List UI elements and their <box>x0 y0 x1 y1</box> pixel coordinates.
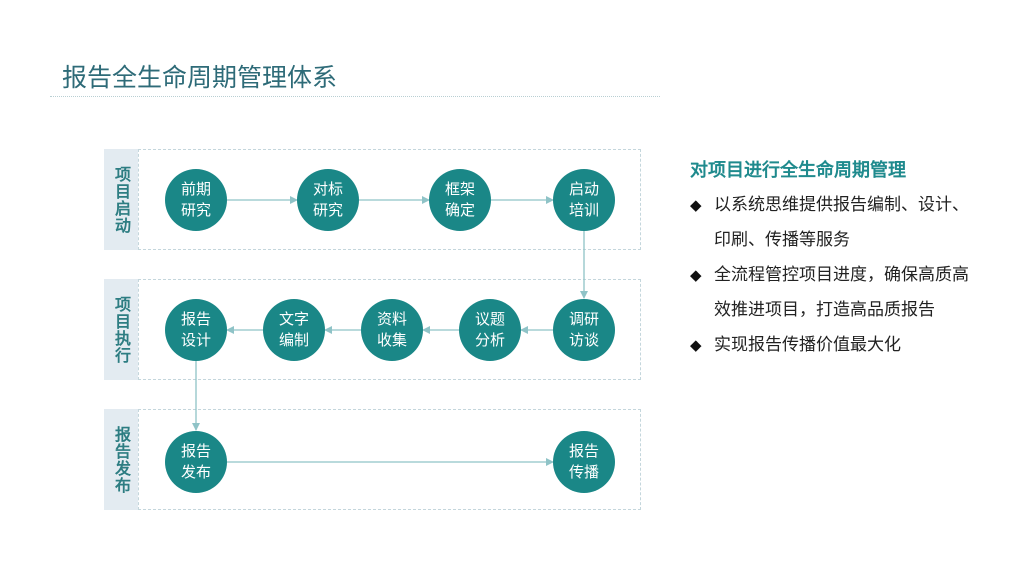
stage-label-text: 项目启动 <box>112 165 131 234</box>
stage-label-text: 项目执行 <box>112 295 131 364</box>
node-report-design: 报告 设计 <box>165 299 227 361</box>
node-data-collection: 资料 收集 <box>361 299 423 361</box>
stage-label-release: 报告发布 <box>104 409 138 510</box>
node-kickoff-training: 启动 培训 <box>553 169 615 231</box>
node-topic-analysis: 议题 分析 <box>459 299 521 361</box>
bullet-text: 全流程管控项目进度，确保高质高效推进项目，打造高品质报告 <box>714 265 969 320</box>
page-title: 报告全生命周期管理体系 <box>62 63 338 92</box>
stage-box-start <box>138 149 641 250</box>
diamond-bullet-icon: ◆ <box>690 266 702 284</box>
bullet-item: ◆ 实现报告传播价值最大化 <box>690 328 980 363</box>
stage-label-execute: 项目执行 <box>104 279 138 380</box>
side-heading: 对项目进行全生命周期管理 <box>690 160 906 181</box>
bullet-text: 以系统思维提供报告编制、设计、印刷、传播等服务 <box>714 195 969 250</box>
node-report-release: 报告 发布 <box>165 431 227 493</box>
stage-box-execute <box>138 279 641 380</box>
node-report-dissemination: 报告 传播 <box>553 431 615 493</box>
node-framework-confirm: 框架 确定 <box>429 169 491 231</box>
stage-label-start: 项目启动 <box>104 149 138 250</box>
diamond-bullet-icon: ◆ <box>690 336 702 354</box>
bullet-text: 实现报告传播价值最大化 <box>714 335 901 355</box>
node-interview: 调研 访谈 <box>553 299 615 361</box>
bullet-item: ◆ 全流程管控项目进度，确保高质高效推进项目，打造高品质报告 <box>690 258 980 328</box>
title-divider <box>50 96 660 97</box>
node-benchmark-research: 对标 研究 <box>297 169 359 231</box>
stage-box-release <box>138 409 641 510</box>
node-text-writing: 文字 编制 <box>263 299 325 361</box>
bullet-list: ◆ 以系统思维提供报告编制、设计、印刷、传播等服务 ◆ 全流程管控项目进度，确保… <box>690 188 980 363</box>
bullet-item: ◆ 以系统思维提供报告编制、设计、印刷、传播等服务 <box>690 188 980 258</box>
diamond-bullet-icon: ◆ <box>690 196 702 214</box>
node-preliminary-research: 前期 研究 <box>165 169 227 231</box>
stage-label-text: 报告发布 <box>112 425 131 494</box>
